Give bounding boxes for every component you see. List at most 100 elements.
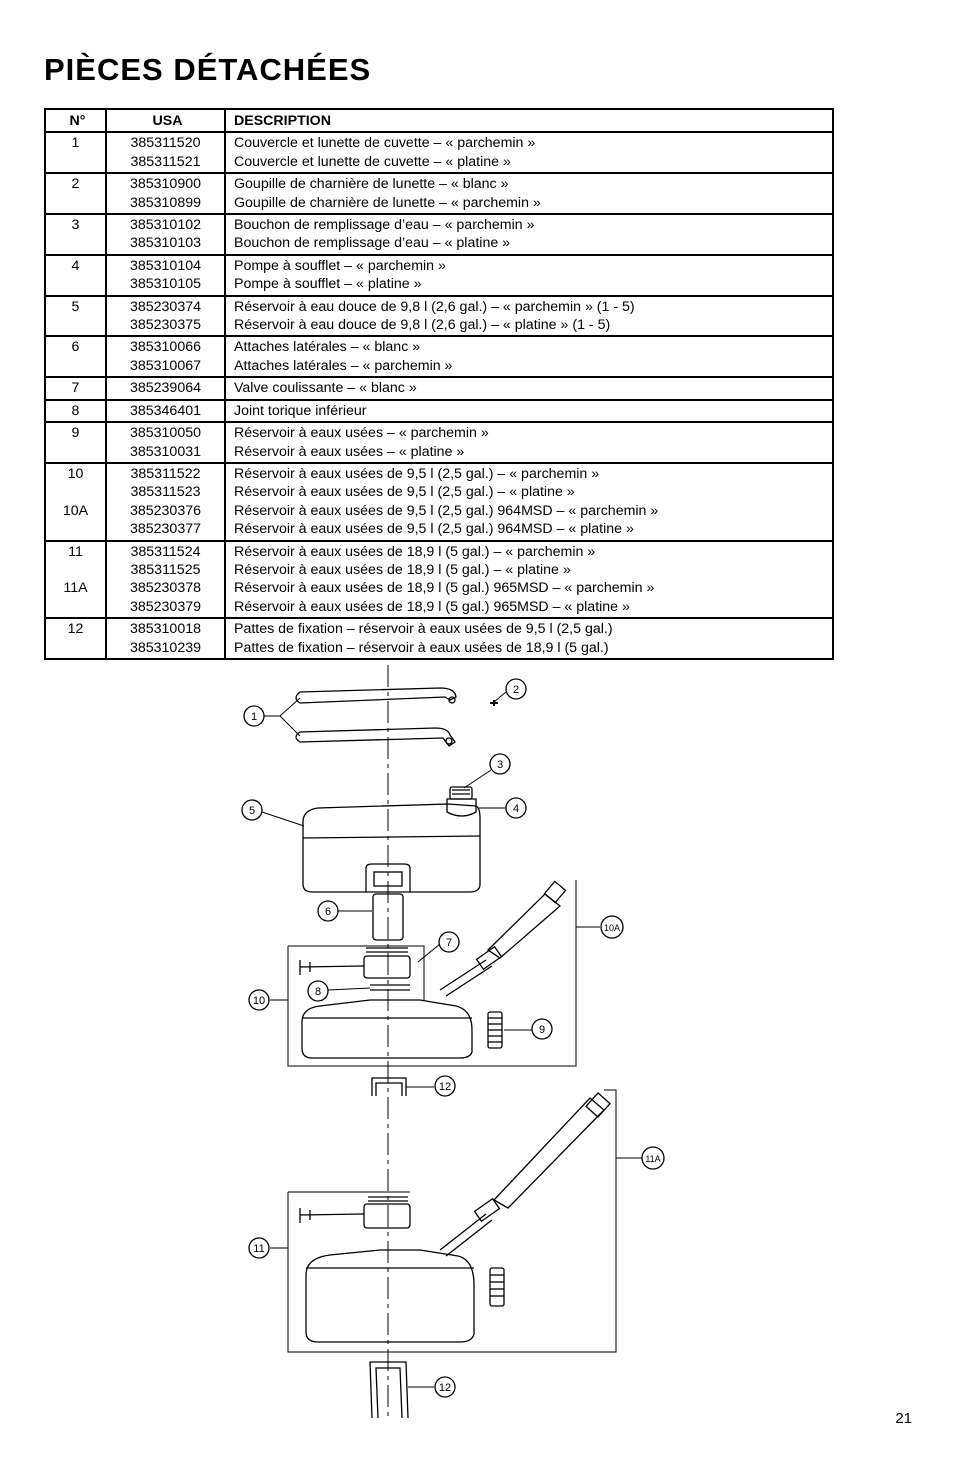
cell-part-number: 12 [44,617,107,660]
leader-lines [261,691,642,1388]
cell-usa-code: 385239064 [105,376,226,401]
cell-description-line: Goupille de charnière de lunette – « par… [234,194,541,211]
cell-description-line: Pattes de fixation – réservoir à eaux us… [234,639,609,656]
cell-part-number-line: 8 [71,402,80,419]
cell-usa-code-line: 385230379 [129,598,201,615]
callout-1: 1 [251,711,257,723]
cell-part-number: 3 [44,213,107,256]
cell-description: Pattes de fixation – réservoir à eaux us… [224,617,834,660]
cell-usa-code-line: 385310900 [129,176,201,193]
fill-cap-and-pump-part [446,786,477,817]
cell-usa-code-line: 385346401 [129,402,201,419]
cell-part-number-line: 11A [63,580,88,597]
cell-part-number-line [50,234,101,252]
cell-part-number-line: 2 [71,176,80,193]
cell-description-line: Attaches latérales – « parchemin » [234,357,453,374]
cell-part-number-line: 10A [62,502,89,519]
cell-part-number: 5 [44,294,107,338]
cell-part-number: 7 [44,376,107,401]
cell-usa-code-line: 385311525 [130,561,201,578]
cell-part-number-line: 12 [67,621,84,638]
cell-usa-code-line: 385230377 [129,521,201,538]
callout-12-lower: 12 [439,1382,451,1394]
cell-description-line: Réservoir à eaux usées de 9,5 l (2,5 gal… [234,502,659,519]
cell-part-number-line [50,561,101,579]
cell-part-number: 10 10A [44,461,107,542]
callout-3: 3 [497,759,503,771]
cell-usa-code-line: 385310102 [129,217,201,234]
callout-12-upper: 12 [439,1081,451,1093]
cell-description-line: Pompe à soufflet – « platine » [234,276,422,293]
cell-description: Réservoir à eau douce de 9,8 l (2,6 gal.… [224,294,834,338]
col-header-description: DESCRIPTION [224,107,834,134]
cell-description-line: Réservoir à eaux usées de 9,5 l (2,5 gal… [234,465,600,482]
cell-part-number-line [50,639,101,657]
cell-part-number-line [50,357,101,375]
cell-part-number-line: 7 [71,380,80,397]
cell-usa-code-line: 385310066 [129,339,201,356]
callout-2: 2 [513,684,519,696]
cell-part-number-line: 5 [71,298,80,315]
callout-11: 11 [253,1243,264,1255]
cell-part-number-line [50,316,101,334]
cell-part-number-line: 3 [71,217,80,234]
cell-usa-code-line: 385310050 [129,425,201,442]
table-header-row: N° USA DESCRIPTION [44,107,834,134]
cell-usa-code-line: 385310103 [129,235,201,252]
cell-description: Goupille de charnière de lunette – « bla… [224,172,834,216]
cell-part-number-line [50,275,101,293]
cell-description-line: Valve coulissante – « blanc » [234,380,417,397]
mounting-bracket-part-b [369,1361,409,1419]
cell-usa-code-line: 385230376 [129,502,201,519]
cell-description-line: Réservoir à eaux usées de 18,9 l (5 gal.… [234,543,596,560]
cell-usa-code-line: 385230378 [129,580,201,597]
cell-usa-code-line: 385311523 [130,484,201,501]
cell-part-number-line [50,483,101,501]
cell-part-number: 9 [44,421,107,464]
cell-description-line: Bouchon de remplissage d’eau – « platine… [234,235,511,252]
cell-usa-code-line: 385310018 [129,621,201,638]
cell-description-line: Réservoir à eaux usées de 9,5 l (2,5 gal… [234,521,634,538]
cell-usa-code-line: 385310104 [129,257,201,274]
cell-part-number: 6 [44,335,107,379]
cell-part-number-line: 10 [67,465,84,482]
cell-description-line: Réservoir à eau douce de 9,8 l (2,6 gal.… [234,298,635,315]
cell-description-line: Réservoir à eaux usées de 9,5 l (2,5 gal… [234,484,575,501]
cell-description: Réservoir à eaux usées de 18,9 l (5 gal.… [224,539,834,620]
cell-description: Bouchon de remplissage d’eau – « parchem… [224,213,834,256]
cell-description-line: Réservoir à eaux usées – « parchemin » [234,425,489,442]
callout-10a: 10A [604,923,620,933]
cell-description: Pompe à soufflet – « parchemin » Pompe à … [224,253,834,297]
cell-usa-code-line: 385311520 [130,135,201,152]
callout-8: 8 [315,986,321,998]
cell-part-number-line [50,443,101,461]
fresh-water-tank-part [302,803,481,893]
cell-part-number-line: 11 [68,543,83,560]
cell-part-number-line: 9 [71,425,80,442]
callout-9: 9 [539,1024,545,1036]
waste-tank-assembly-10 [287,880,577,1067]
cell-part-number-line: 1 [71,135,80,152]
exploded-parts-diagram: 1 2 3 4 5 6 7 8 9 10 10A 11 11A 12 12 [241,665,665,1419]
cell-usa-code-line: 385230374 [129,298,201,315]
cell-description-line: Pompe à soufflet – « parchemin » [234,257,446,274]
cell-usa-code-line: 385311522 [130,465,201,482]
cell-description-line: Goupille de charnière de lunette – « bla… [234,176,509,193]
cell-part-number: 8 [44,398,107,424]
cell-usa-code-line: 385239064 [129,380,201,397]
cell-part-number: 11 11A [44,539,107,620]
